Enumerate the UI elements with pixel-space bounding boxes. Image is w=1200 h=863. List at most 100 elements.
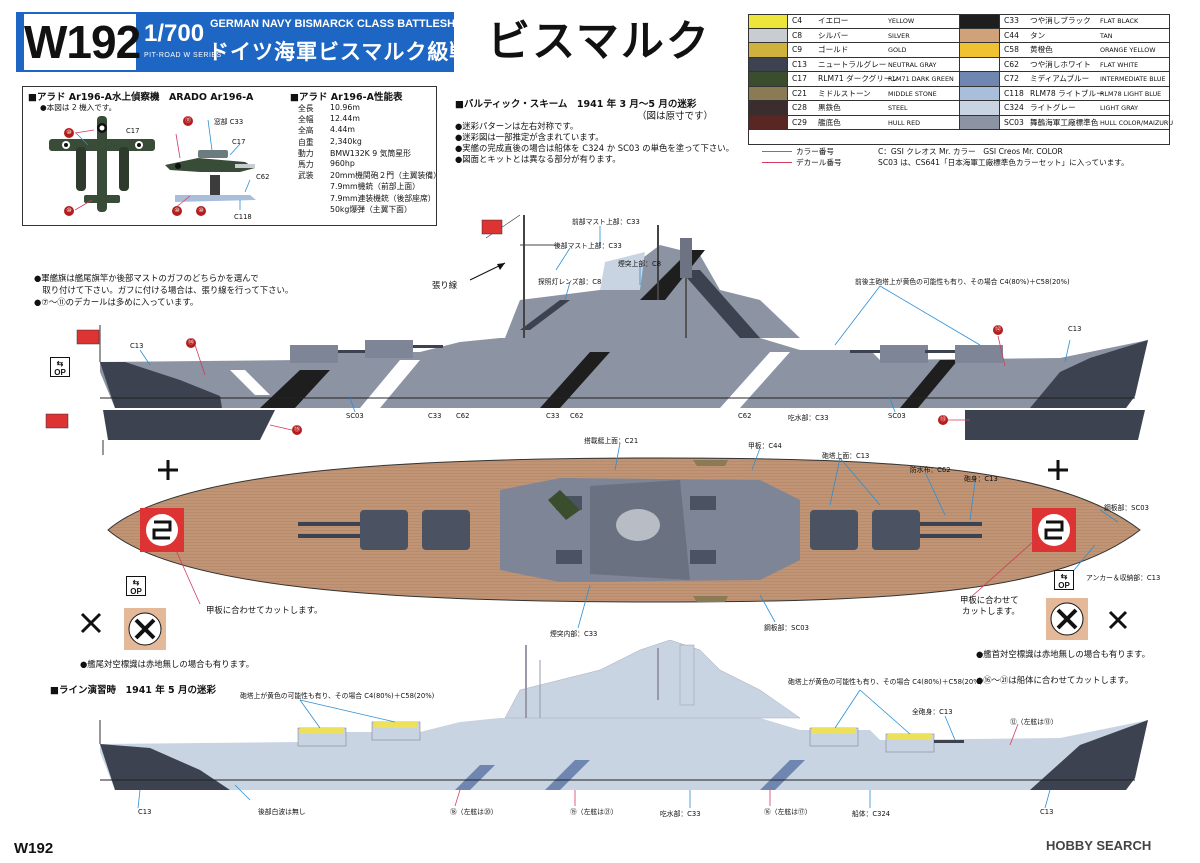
color-jp-name: ゴールド	[818, 45, 849, 54]
color-row-c72: C72 ミディアムブルー INTERMEDIATE BLUE	[960, 72, 1170, 87]
arado-decal-10-top: ⑩	[64, 128, 74, 138]
color-swatch	[748, 86, 788, 100]
color-swatch	[748, 72, 788, 86]
op-label: OP	[54, 368, 66, 377]
label-funnel: 煙突上部：C8	[618, 260, 662, 268]
color-swatch	[960, 57, 1000, 71]
label-c13-stern: C13	[130, 342, 144, 350]
color-jp-name: シルバー	[818, 30, 849, 40]
color-en-name: RLM71 DARK GREEN	[888, 75, 954, 83]
flag-note: ●軍艦旗は艦尾旗竿か後部マストのガフのどちらかを選んで	[34, 273, 259, 283]
flag-note: 取り付けて下さい。ガフに付ける場合は、張り線を行って下さい。	[34, 285, 294, 295]
spec-label: 武装	[298, 171, 314, 181]
series-label: PIT-ROAD W SERIES	[144, 52, 222, 59]
color-jp-name: ニュートラルグレー	[818, 59, 887, 69]
label-deck: 甲板：C44	[748, 442, 782, 450]
label-barrel: 砲身：C13	[964, 475, 998, 483]
arado-label-c62: C62	[256, 173, 270, 181]
color-en-name: MIDDLE STONE	[888, 89, 937, 98]
decal-12: ⑫	[993, 325, 1003, 335]
decal-number-label: デカール番号	[796, 158, 842, 167]
color-en-name: STEEL	[888, 104, 908, 112]
color-jp-name: 黄橙色	[1030, 45, 1053, 54]
color-en-name: HULL RED	[888, 118, 921, 127]
spec-value: 2,340kg	[330, 136, 362, 146]
arado-label-c17-side: C17	[232, 138, 246, 146]
color-en-name: INTERMEDIATE BLUE	[1100, 75, 1166, 83]
label-sc03-b: SC03	[888, 412, 906, 420]
baltic-subtitle: （図は原寸です）	[637, 111, 714, 122]
label-bow-plate: 鋼板部：SC03	[1104, 504, 1149, 512]
op-badge-side: ⇆OP	[50, 357, 70, 377]
decal-number-line	[762, 162, 792, 163]
color-code: C118	[1004, 88, 1024, 98]
color-en-name: FLAT WHITE	[1100, 60, 1139, 69]
spec-label: 馬力	[298, 160, 314, 169]
rhein-barrel: 全砲身：C13	[912, 708, 953, 716]
color-swatch	[960, 101, 1000, 115]
ship-name: ビスマルク	[454, 12, 744, 72]
color-en-name: LIGHT GRAY	[1100, 104, 1139, 112]
color-jp-name: RLM71 ダークグリーン	[818, 74, 899, 83]
label-c62-a: C62	[456, 412, 470, 420]
color-swatch	[960, 14, 1000, 28]
color-swatch	[748, 101, 788, 115]
color-swatch	[748, 28, 788, 42]
rhein-decal-19: ⑲（左舷は㉑）	[570, 808, 618, 816]
arado-section	[22, 86, 437, 226]
stern-air-note: ●艦尾対空標識は赤地無しの場合も有ります。	[80, 659, 254, 669]
english-title: GERMAN NAVY BISMARCK CLASS BATTLESHIP	[210, 18, 466, 30]
spec-value: 20mm機関砲２門（主翼装備）	[330, 171, 441, 181]
spec-extra: 7.9mm連装機銃（後部座席）	[330, 193, 436, 203]
color-jp-name: ミディアムブルー	[1030, 74, 1090, 83]
label-cut-bow-1: 甲板に合わせて	[960, 595, 1019, 605]
color-code: C13	[792, 59, 807, 69]
rhein-title: ■ライン演習時 1941 年 5 月の迷彩	[50, 685, 216, 696]
label-cut-bow-2: カットします。	[962, 606, 1020, 616]
baltic-note: ●迷彩図は一部推定が含まれています。	[455, 132, 604, 142]
arado-decal-10-float: ⑩	[196, 206, 206, 216]
rhein-c13-stern: C13	[138, 808, 152, 816]
color-jp-name: つや消しホワイト	[1030, 59, 1091, 69]
decal-13: ⑬	[938, 415, 948, 425]
spec-label: 動力	[298, 148, 314, 158]
label-c13-bow: C13	[1068, 325, 1082, 333]
color-en-name: TAN	[1100, 31, 1113, 40]
color-code: C62	[1004, 59, 1019, 69]
color-jp-name: ミドルストーン	[818, 88, 871, 98]
color-jp-name: イエロー	[818, 16, 849, 25]
spec-extra: 50kg爆弾（主翼下面）	[330, 204, 412, 214]
arado-label-window: 窓部 C33	[214, 118, 244, 126]
color-code: C72	[1004, 74, 1019, 83]
label-funnel-in: 煙突内部：C33	[550, 630, 598, 638]
op-badge-stern: ⇆OP	[126, 576, 146, 596]
label-fore-mast: 前部マスト上部：C33	[572, 218, 640, 226]
label-c33-b: C33	[546, 412, 560, 420]
footer-brand: HOBBY SEARCH	[1046, 838, 1152, 853]
label-rigging: 張り線	[432, 280, 458, 290]
color-swatch	[960, 86, 1000, 100]
sc03-note: SC03 は、CS641「日本海軍工廠標準色カラーセット」に入っています。	[878, 158, 1129, 167]
rhein-hull: 船体：C324	[852, 810, 891, 818]
color-en-name: RLM78 LIGHT BLUE	[1100, 89, 1162, 98]
color-code: C58	[1004, 45, 1019, 54]
header: W192 1/700 PIT-ROAD W SERIES GERMAN NAVY…	[0, 0, 748, 86]
rhein-waterline: 吃水部：C33	[660, 810, 701, 818]
footer-code: W192	[14, 840, 54, 857]
color-row-c58: C58 黄橙色 ORANGE YELLOW	[960, 43, 1170, 58]
rhein-no-wave: 後部白波は無し	[258, 808, 306, 816]
label-splinter: 防水布：C62	[910, 466, 951, 474]
arado-top-view	[49, 116, 155, 212]
color-code: SC03	[1004, 117, 1024, 127]
color-en-name: ORANGE YELLOW	[1100, 46, 1156, 54]
color-swatch	[748, 14, 788, 28]
label-waterline: 吃水部：C33	[788, 414, 829, 422]
baltic-side-profile	[45, 214, 1148, 429]
